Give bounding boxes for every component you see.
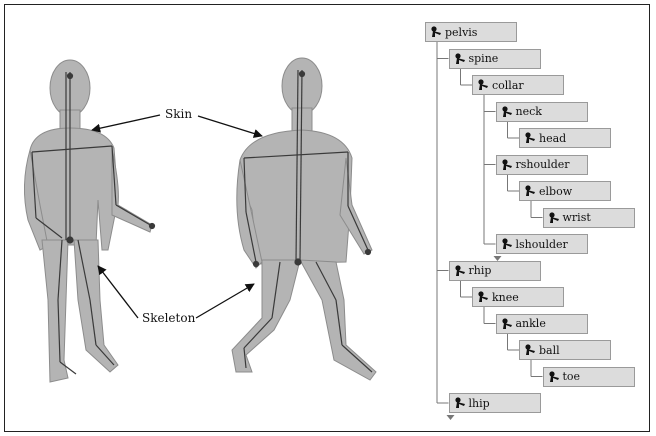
joint-icon [501,238,512,249]
joint-icon [431,26,441,37]
tree-node-label: lhip [468,396,490,410]
tree-node-label: ankle [515,317,546,330]
tree-node-label: lshoulder [515,237,568,251]
joint-icon [454,397,465,408]
joint-icon [525,132,535,143]
joint-icon [454,264,465,276]
tree-node-label: elbow [539,184,573,198]
tree-node-lhip[interactable]: lhip [448,393,541,413]
tree-node-wrist[interactable]: wrist [542,207,635,228]
tree-node-label: rshoulder [515,158,570,171]
expand-triangle-icon [493,256,502,261]
tree-node-head[interactable]: head [519,128,611,148]
figure-frame [4,4,650,432]
joint-icon [548,211,559,223]
tree-node-ankle[interactable]: ankle [495,313,588,334]
tree-node-label: collar [492,78,524,92]
expand-triangle-icon [446,415,455,420]
joint-icon [454,52,465,64]
tree-node-rhip[interactable]: rhip [448,260,541,281]
tree-node-label: spine [468,52,499,65]
skin-label: Skin [165,107,193,121]
tree-node-lshoulder[interactable]: lshoulder [495,234,588,254]
tree-node-label: wrist [562,211,591,224]
joint-icon [501,158,512,170]
tree-node-label: head [539,131,567,145]
skeleton-label: Skeleton [142,311,196,325]
right-figure-skin [231,57,377,381]
tree-node-label: knee [492,290,519,304]
tree-node-elbow[interactable]: elbow [519,181,611,201]
tree-node-spine[interactable]: spine [448,48,541,69]
tree-node-label: neck [515,105,542,118]
tree-node-toe[interactable]: toe [542,366,635,387]
tree-node-label: pelvis [445,25,478,39]
joint-icon [478,79,488,90]
joint-icon [525,344,535,355]
left-figure-skeleton [31,72,156,375]
annotation-arrows [91,114,263,319]
tree-node-label: toe [562,370,581,383]
tree-node-rshoulder[interactable]: rshoulder [495,154,588,175]
tree-node-label: rhip [468,264,492,277]
tree-node-neck[interactable]: neck [495,101,588,122]
joint-icon [478,291,488,302]
joint-icon [501,317,512,329]
tree-node-label: ball [539,343,560,357]
joint-icon [548,370,559,382]
tree-node-ball[interactable]: ball [519,340,611,360]
tree-node-pelvis[interactable]: pelvis [425,22,517,42]
tree-node-knee[interactable]: knee [472,287,564,307]
joint-icon [501,105,512,117]
right-figure-skeleton [243,69,373,373]
joint-icon [525,185,535,196]
tree-node-collar[interactable]: collar [472,75,564,95]
